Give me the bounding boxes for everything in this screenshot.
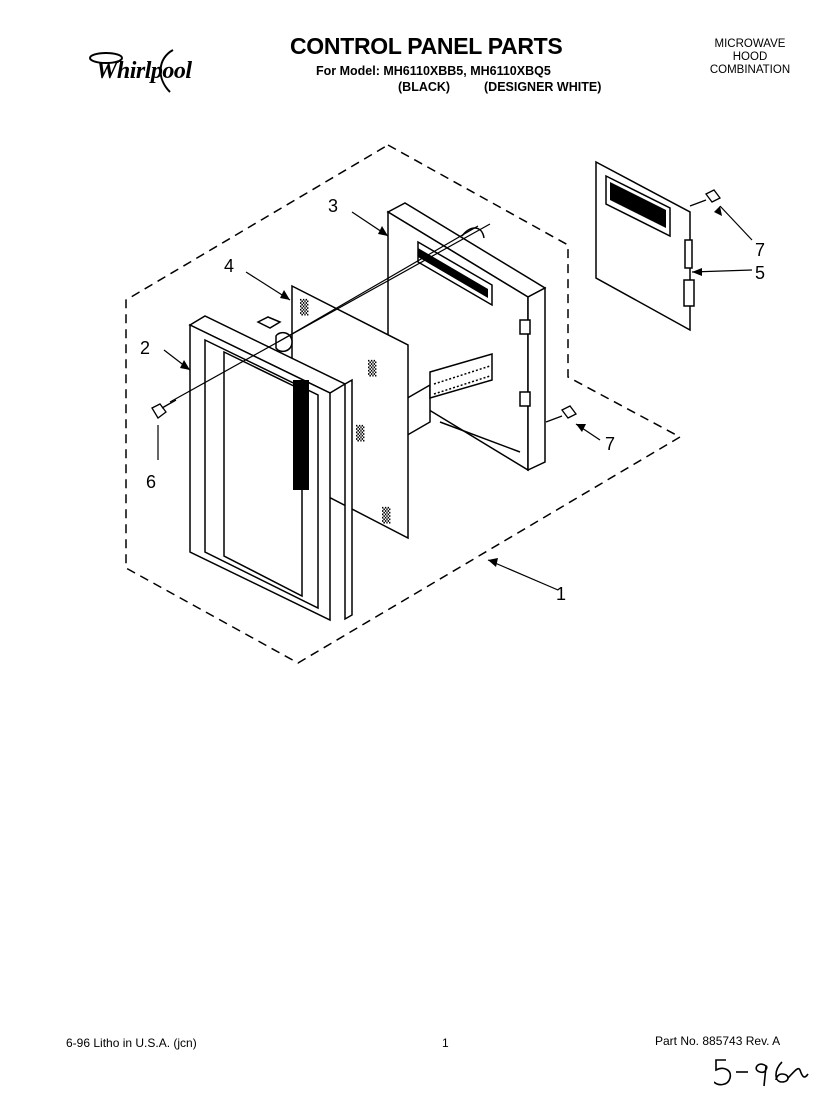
screw-7-board — [689, 189, 721, 207]
screw-7-housing — [545, 405, 577, 423]
arrowhead — [378, 226, 388, 236]
arrowhead — [180, 360, 190, 370]
logo-wordmark: Whirlpool — [96, 58, 192, 84]
variant-white: (DESIGNER WHITE) — [484, 80, 602, 94]
part-number: Part No. 885743 Rev. A — [655, 1034, 781, 1048]
screw-6 — [151, 399, 177, 419]
arrowhead — [576, 424, 586, 432]
page-title: CONTROL PANEL PARTS — [290, 33, 563, 59]
callout-7-board: 7 — [755, 240, 766, 260]
arrowhead — [714, 206, 722, 216]
litho-note: 6-96 Litho in U.S.A. (jcn) — [66, 1036, 197, 1050]
control-panel-frame — [188, 315, 353, 622]
control-panel-housing — [386, 202, 547, 472]
arrowhead — [692, 268, 702, 276]
callout-1: 1 — [556, 584, 567, 604]
arrowhead — [488, 558, 498, 567]
leader-line-1 — [487, 559, 559, 591]
circuit-board — [595, 160, 695, 332]
product-type-line: MICROWAVE — [714, 38, 786, 50]
model-line: For Model: MH6110XBB5, MH6110XBQ5 — [316, 64, 551, 78]
callout-2: 2 — [140, 338, 151, 358]
callout-3: 3 — [328, 196, 339, 216]
product-type: MICROWAVE HOOD COMBINATION — [700, 38, 800, 77]
leader-line-7a — [719, 205, 753, 241]
svg-text:▒: ▒ — [368, 359, 377, 377]
variant-black: (BLACK) — [398, 80, 451, 94]
logo-swoosh-icon — [89, 49, 174, 93]
alignment-guide — [169, 223, 491, 403]
whirlpool-logo: Whirlpool — [78, 48, 218, 98]
product-type-line: COMBINATION — [709, 64, 791, 76]
alignment-guide — [277, 225, 479, 343]
product-type-line: HOOD — [732, 51, 768, 63]
assembly-boundary — [125, 144, 682, 664]
callout-6: 6 — [146, 472, 157, 492]
callout-5: 5 — [755, 263, 766, 283]
svg-text:▒: ▒ — [356, 424, 365, 442]
callout-7-housing: 7 — [605, 434, 616, 454]
callout-4: 4 — [224, 256, 235, 276]
svg-text:▒: ▒ — [300, 298, 309, 316]
svg-text:▒: ▒ — [382, 506, 391, 524]
arrowhead — [280, 290, 290, 300]
page-number: 1 — [442, 1036, 449, 1050]
handwritten-date-signature — [714, 1059, 809, 1087]
